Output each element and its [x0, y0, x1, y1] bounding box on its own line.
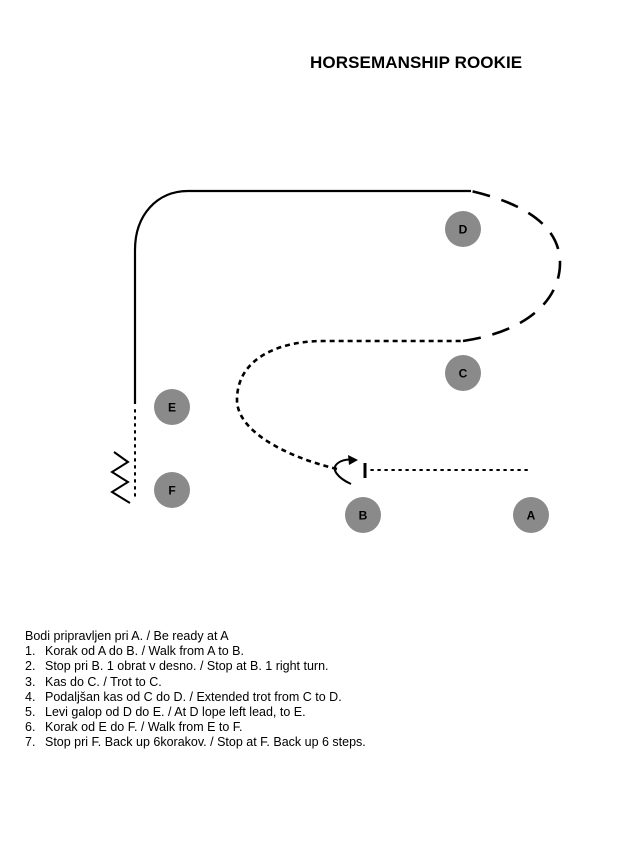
svg-text:D: D: [459, 223, 468, 237]
svg-text:F: F: [168, 484, 175, 498]
step-number: 3.: [25, 674, 36, 689]
instructions-block: Bodi pripravljen pri A. / Be ready at A …: [25, 629, 366, 751]
step-item: 3. Kas do C. / Trot to C.: [25, 675, 366, 690]
marker-b: B: [345, 497, 381, 533]
step-text: Korak od E do F. / Walk from E to F.: [45, 720, 243, 735]
back-up-zigzag: [110, 451, 131, 504]
step-number: 2.: [25, 659, 36, 674]
path-trot-b-to-c: [235, 339, 463, 471]
step-item: 1. Korak od A do B. / Walk from A to B.: [25, 644, 366, 659]
step-text: Korak od A do B. / Walk from A to B.: [45, 644, 244, 659]
step-number: 6.: [25, 720, 36, 735]
step-text: Stop pri F. Back up 6korakov. / Stop at …: [45, 735, 366, 750]
step-number: 1.: [25, 644, 36, 659]
instructions-intro: Bodi pripravljen pri A. / Be ready at A: [25, 629, 229, 643]
step-number: 7.: [25, 735, 36, 750]
svg-text:E: E: [168, 401, 176, 415]
marker-a: A: [513, 497, 549, 533]
step-number: 5.: [25, 705, 36, 720]
svg-text:B: B: [359, 509, 368, 523]
pattern-title: HORSEMANSHIP ROOKIE: [310, 53, 523, 72]
step-item: 6. Korak od E do F. / Walk from E to F.: [25, 720, 366, 735]
marker-f: F: [154, 472, 190, 508]
marker-c: C: [445, 355, 481, 391]
svg-text:C: C: [459, 367, 468, 381]
path-extended-trot-c-to-d: [462, 189, 562, 343]
step-text: Podaljšan kas od C do D. / Extended trot…: [45, 689, 342, 704]
turn-arrow-b: [333, 458, 357, 485]
instructions-steps: 1. Korak od A do B. / Walk from A to B. 2…: [25, 644, 366, 750]
step-number: 4.: [25, 689, 36, 704]
marker-d: D: [445, 211, 481, 247]
step-item: 2. Stop pri B. 1 obrat v desno. / Stop at…: [25, 659, 366, 674]
marker-e: E: [154, 389, 190, 425]
step-item: 5. Levi galop od D do E. / At D lope left…: [25, 705, 366, 720]
svg-text:A: A: [527, 509, 536, 523]
step-text: Kas do C. / Trot to C.: [45, 674, 162, 689]
step-text: Levi galop od D do E. / At D lope left l…: [45, 705, 306, 720]
step-item: 4. Podaljšan kas od C do D. / Extended tr…: [25, 690, 366, 705]
step-text: Stop pri B. 1 obrat v desno. / Stop at B…: [45, 659, 329, 674]
turn-arrow-head: [348, 455, 358, 465]
path-lope-d-to-e: [133, 189, 471, 404]
step-item: 7. Stop pri F. Back up 6korakov. / Stop a…: [25, 735, 366, 750]
